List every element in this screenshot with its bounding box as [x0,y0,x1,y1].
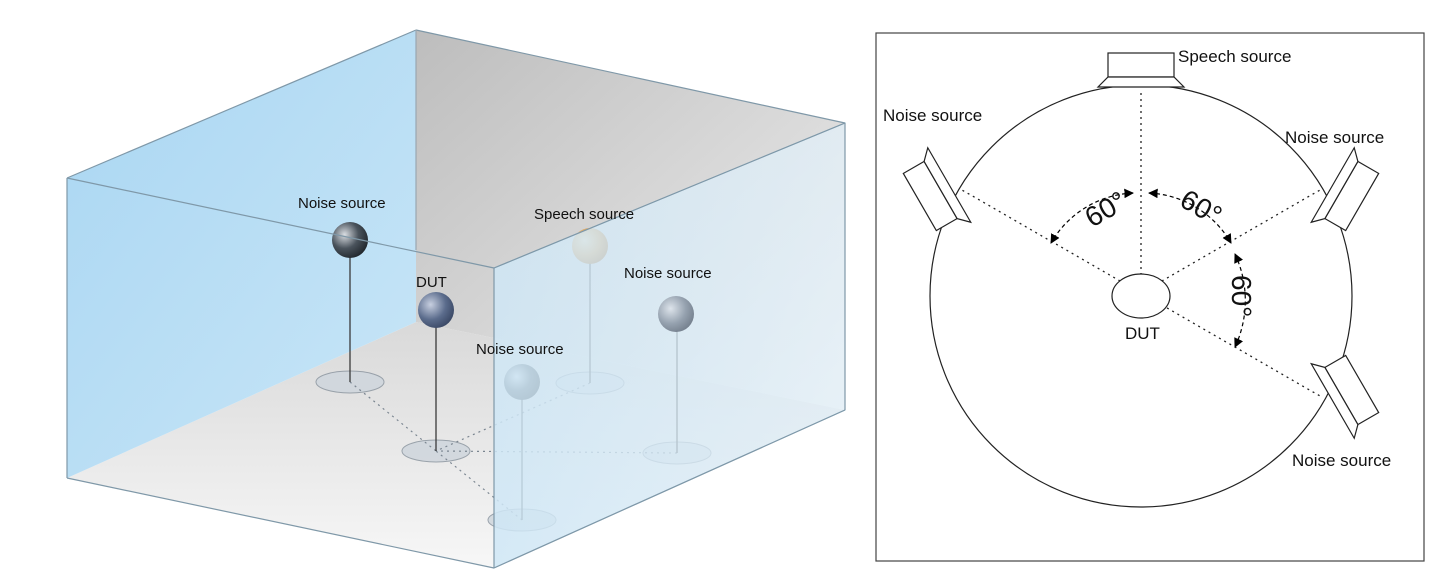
room-3d-diagram: Noise source Speech source Noise source … [66,29,846,569]
noise-source-right-sphere [658,296,694,332]
speaker-top-right [1309,146,1380,232]
label-dut: DUT [416,274,447,291]
label-speech-source-top: Speech source [1178,47,1291,66]
label-noise-source-top-right: Noise source [1285,128,1384,147]
noise-source-left-sphere [332,222,368,258]
speaker-top [1096,52,1186,88]
room-edges [66,29,846,569]
speaker-bottom-right [1309,354,1380,440]
label-dut-top: DUT [1125,324,1160,343]
label-noise-source-right: Noise source [624,265,712,282]
back-wall-left [67,30,416,478]
dut-ellipse [1111,273,1171,319]
label-speech-source: Speech source [534,206,634,223]
label-noise-source-left: Noise source [298,195,386,212]
top-view-diagram: DUT 60° 60° 60° Speech source Noise sour… [875,32,1425,562]
angle-label-bottom: 60° [1226,275,1257,317]
label-noise-source-bottom-right: Noise source [1292,451,1391,470]
speaker-top-left [902,146,973,232]
label-noise-source-front: Noise source [476,341,564,358]
angle-arcs [1050,188,1246,348]
dut-sphere [418,292,454,328]
label-noise-source-top-left: Noise source [883,106,982,125]
